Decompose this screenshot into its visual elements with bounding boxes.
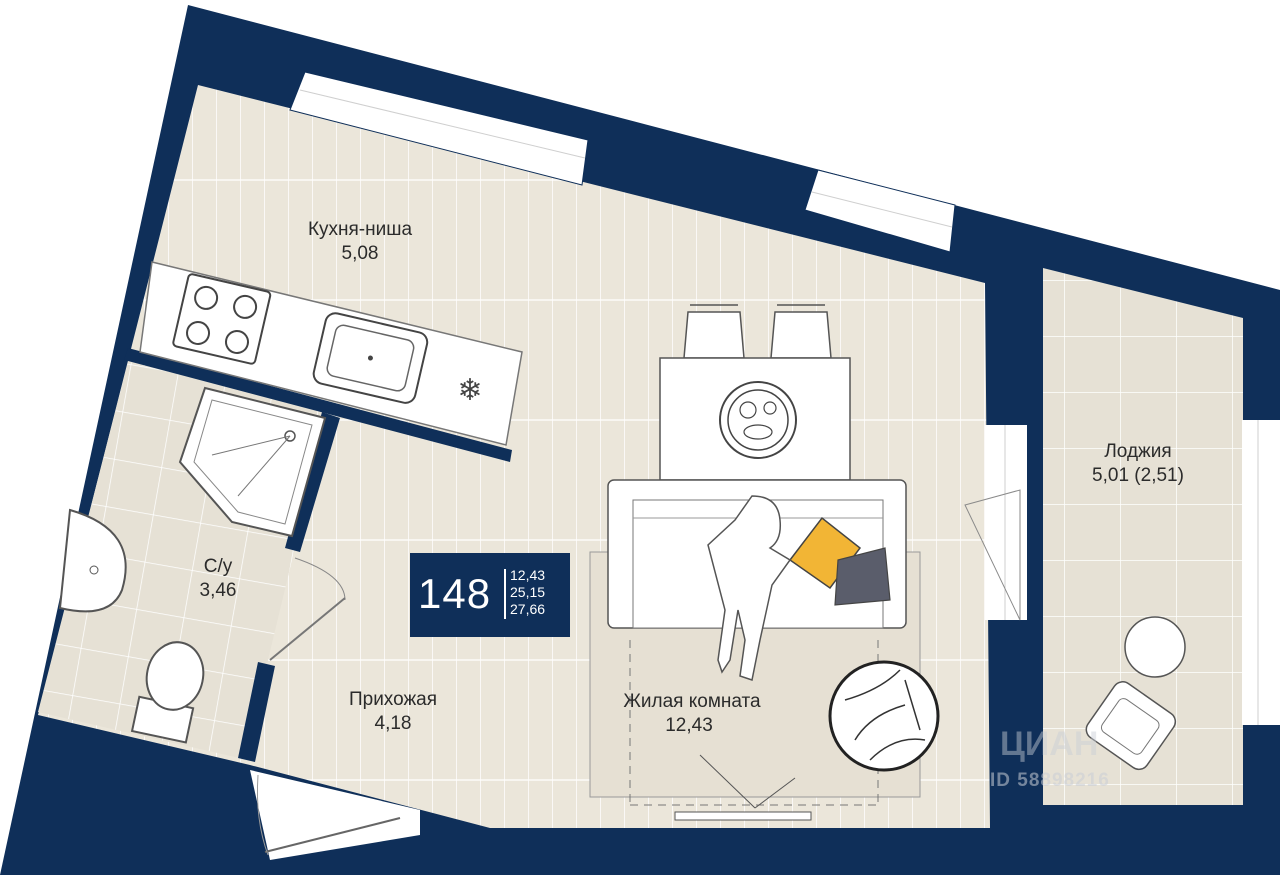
coffee-table — [828, 660, 940, 772]
badge-living-area: 12,43 — [510, 567, 546, 583]
watermark-id: ID 58898216 — [990, 770, 1110, 791]
windows — [289, 71, 1280, 725]
apartment-badge: 148 12,43 25,15 27,66 — [410, 553, 570, 637]
kitchen-name: Кухня-ниша — [307, 219, 413, 240]
bathroom-door — [269, 557, 346, 661]
bathroom-area: 3,46 — [199, 580, 237, 601]
living-name: Жилая комната — [623, 691, 761, 712]
kitchen-area: 5,08 — [341, 243, 379, 264]
bathroom-label: С/у 3,46 — [168, 555, 268, 603]
living-area: 12,43 — [665, 715, 713, 736]
loggia-area: 5,01 (2,51) — [1092, 465, 1184, 486]
bathroom-name: С/у — [203, 556, 233, 577]
hallway-area: 4,18 — [374, 713, 412, 734]
loggia-name: Лоджия — [1104, 441, 1172, 462]
badge-separator — [504, 569, 506, 619]
toilet — [130, 641, 205, 744]
loggia-label: Лоджия 5,01 (2,51) — [1063, 440, 1213, 488]
person-figure — [707, 495, 792, 681]
kitchen-counter: ❄ — [139, 261, 523, 446]
loggia-furniture — [1085, 616, 1186, 771]
watermark-logo: ЦИАН — [1000, 725, 1099, 763]
shower — [178, 386, 327, 538]
badge-areas: 12,43 25,15 27,66 — [510, 567, 545, 618]
badge-area-no-loggia: 25,15 — [510, 584, 546, 600]
entrance-door — [250, 770, 420, 860]
bathroom-sink — [58, 508, 127, 613]
living-label: Жилая комната 12,43 — [597, 690, 787, 738]
hallway-label: Прихожая 4,18 — [318, 688, 468, 736]
kitchen-label: Кухня-ниша 5,08 — [280, 218, 440, 266]
svg-text:❄: ❄ — [457, 373, 482, 408]
apartment-number: 148 — [418, 570, 492, 617]
partitions — [124, 348, 512, 762]
badge-total-area: 27,66 — [510, 601, 546, 617]
hallway-name: Прихожая — [348, 689, 438, 710]
loggia-floor — [1043, 268, 1243, 805]
